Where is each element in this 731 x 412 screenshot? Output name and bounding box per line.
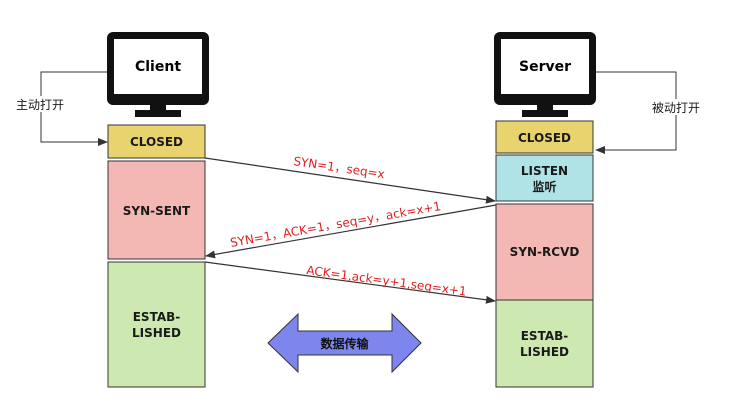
server-listen-label-line2: 监听 (532, 179, 556, 194)
server-listen-label-line1: LISTEN (521, 164, 568, 178)
server-listen-state (495, 154, 594, 202)
data-transfer-double-arrow (267, 312, 422, 374)
client-established-label-line1: ESTAB- (133, 310, 181, 324)
server-monitor-icon (494, 32, 596, 117)
ack-message-label: ACK=1,ack=y+1,seq=x+1 (306, 263, 468, 299)
server-syn-rcvd-label: SYN-RCVD (510, 245, 580, 259)
server-side-label: 被动打开 (652, 101, 700, 115)
client-side-label-bg (12, 96, 68, 112)
client-syn-sent-label: SYN-SENT (123, 204, 191, 218)
client-syn-sent-state (107, 160, 206, 260)
syn-ack-message-arrow (205, 204, 497, 259)
client-closed-label: CLOSED (130, 135, 183, 149)
server-closed-state (495, 120, 594, 154)
server-established-label-line1: ESTAB- (521, 329, 569, 343)
client-label: Client (135, 59, 181, 75)
data-transfer-label: 数据传输 (320, 336, 369, 351)
server-closed-label: CLOSED (518, 131, 571, 145)
server-syn-rcvd-state (495, 203, 594, 301)
ack-message-arrow (204, 261, 496, 304)
syn-ack-message-label: SYN=1，ACK=1，seq=y，ack=x+1 (229, 199, 442, 250)
client-monitor-icon (107, 32, 209, 117)
server-established-label-line2: LISHED (520, 345, 569, 359)
client-side-label: 主动打开 (16, 98, 64, 112)
client-closed-state (107, 124, 206, 159)
server-established-state (495, 299, 594, 388)
client-established-state (107, 261, 206, 388)
server-label: Server (519, 59, 571, 75)
syn-message-arrow (204, 157, 496, 204)
client-established-label-line2: LISHED (132, 326, 181, 340)
server-side-label-bg (648, 99, 704, 115)
